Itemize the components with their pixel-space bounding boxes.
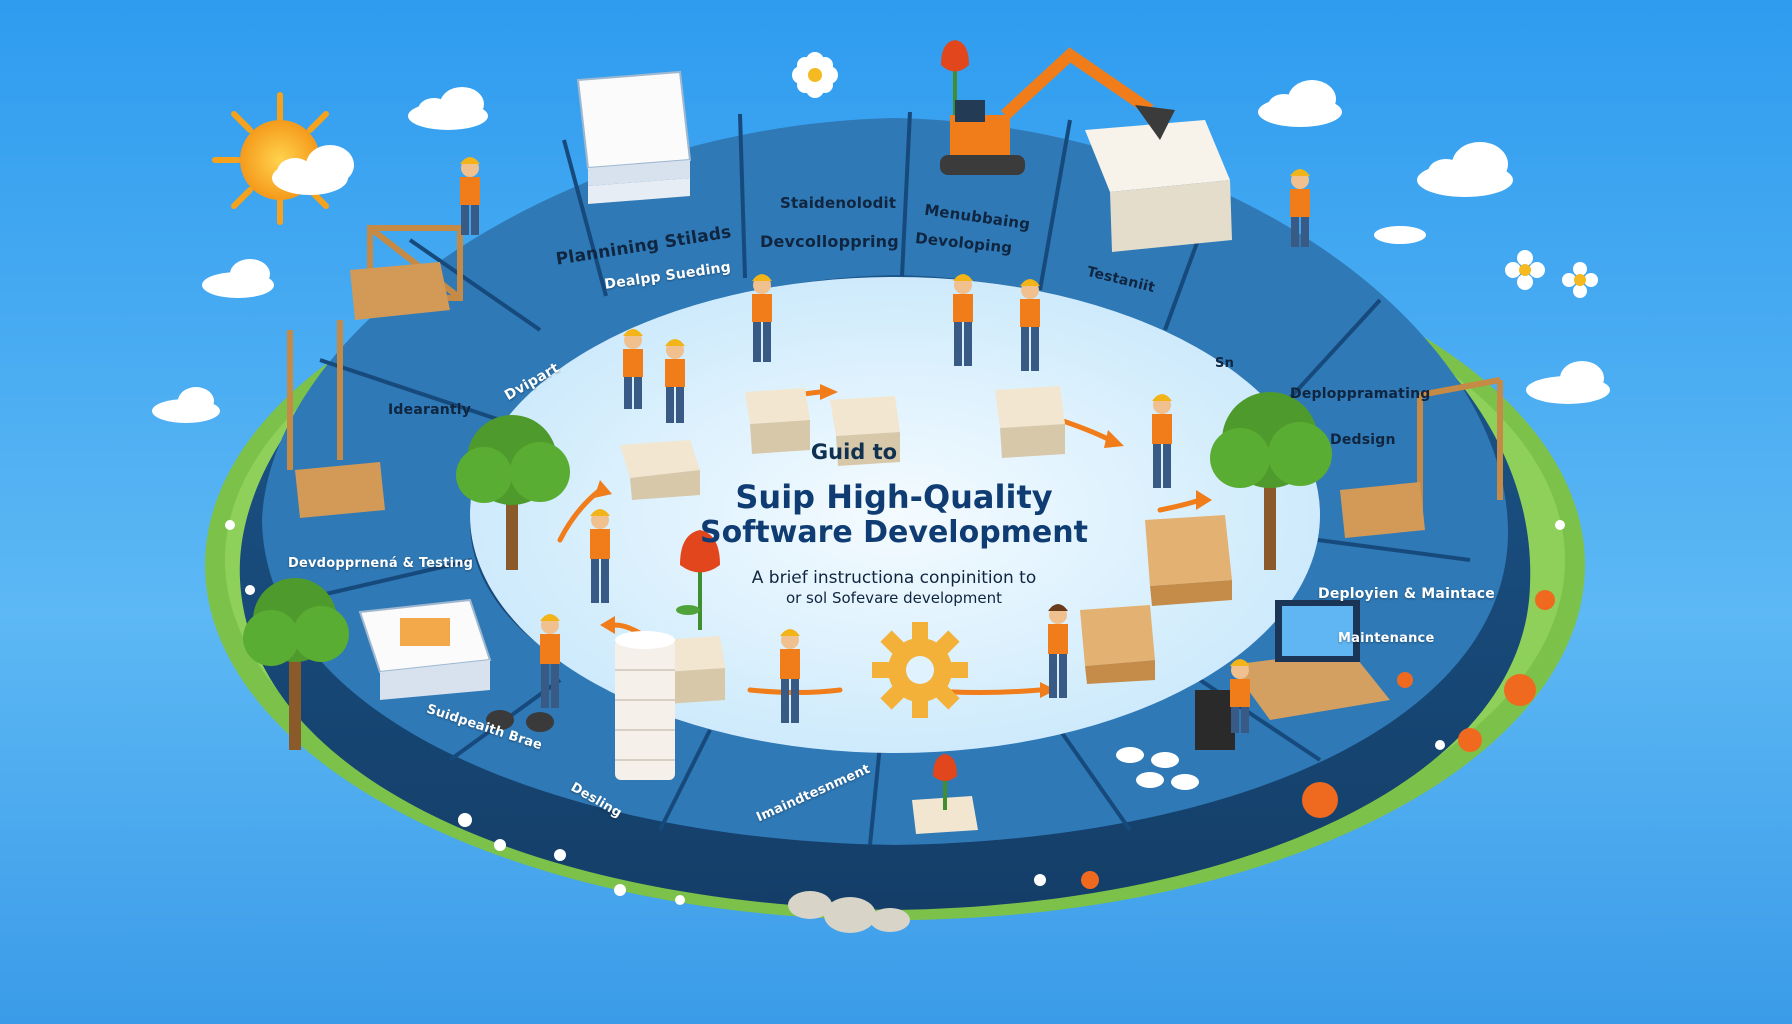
ring-label-sn: Sn (1215, 356, 1235, 371)
ring-top (262, 118, 1509, 845)
ring-label-stage-top-1: Staidenolodit (780, 194, 897, 212)
cloud-icon (152, 80, 1610, 423)
ring-label-deploy-prerating: Deploppramating (1290, 386, 1431, 402)
ring-label-idearantly: Idearantly (388, 402, 472, 418)
paper-roll-stack (615, 631, 675, 780)
subtitle-line-2: or sol Sofevare development (785, 589, 1003, 607)
daisy-icon (792, 52, 1598, 298)
ring-label-maintenance: Maintenance (1338, 631, 1435, 646)
pedestal-blocks (620, 386, 1232, 834)
worker-figure (460, 157, 1310, 733)
ring-label-design-right: Dedsign (1330, 432, 1396, 448)
ring-label-develop-inner: Devcolloppring (760, 232, 899, 251)
document-stack (358, 70, 1232, 700)
gear-icon (872, 622, 968, 718)
planter-box (295, 262, 1425, 538)
arrowhead-icon (594, 384, 1212, 698)
title-line-1: Guid to (810, 440, 898, 464)
ring-segment-dividers (299, 111, 1471, 846)
title-line-3: Software Development (700, 515, 1088, 550)
stepping-stones (486, 710, 1199, 790)
tulip-icon (676, 40, 969, 810)
ring-label-deploy-maint: Deployien & Maintace (1318, 586, 1495, 602)
tree-icon (243, 392, 1332, 750)
computer-workstation (1195, 600, 1390, 750)
subtitle-line-1: A brief instructiona conpinition to (751, 568, 1037, 588)
ring-label-dev-testing: Devdopprnená & Testing (288, 556, 474, 571)
title-line-2: Suip High-Quality (735, 478, 1053, 516)
flower-bed (225, 520, 1565, 905)
rock-pile (788, 891, 910, 933)
excavator-icon (940, 47, 1175, 175)
